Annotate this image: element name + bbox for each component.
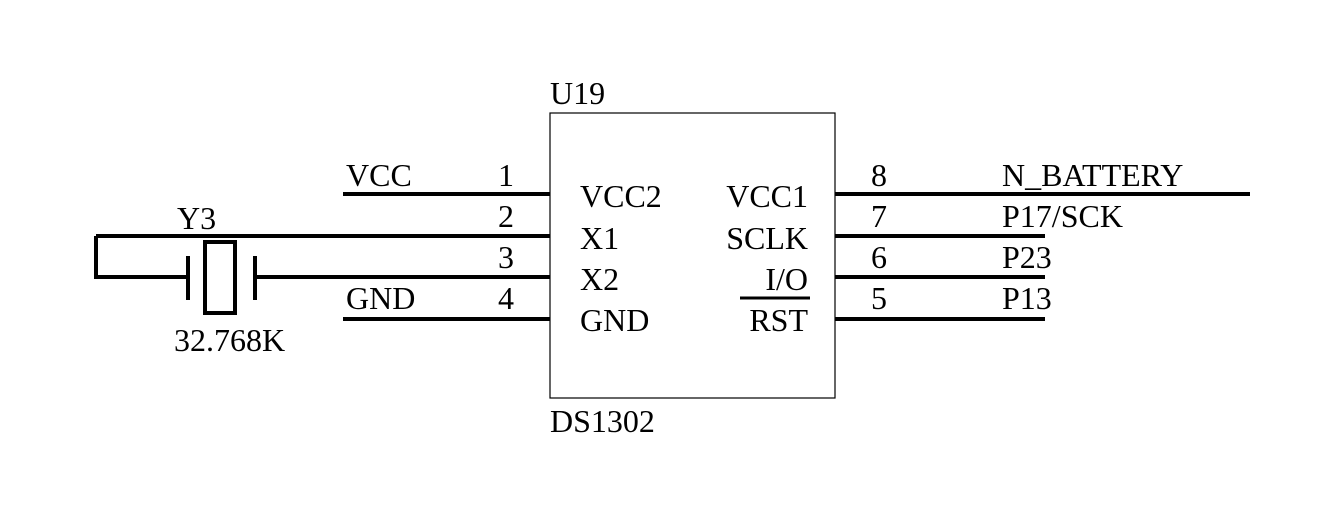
pin2-number: 2	[498, 198, 514, 234]
net-p23: P23	[1002, 239, 1052, 275]
net-p13: P13	[1002, 280, 1052, 316]
pin8-name: VCC1	[726, 178, 808, 214]
net-p17-sck: P17/SCK	[1002, 198, 1123, 234]
net-n-battery: N_BATTERY	[1002, 157, 1183, 193]
pin1-name: VCC2	[580, 178, 662, 214]
pin7-number: 7	[871, 198, 887, 234]
pin7-name: SCLK	[726, 220, 808, 256]
ic-body	[549, 112, 836, 399]
net-vcc: VCC	[346, 157, 412, 193]
pin5-number: 5	[871, 280, 887, 316]
pin6-number: 6	[871, 239, 887, 275]
pin5-name: RST	[749, 302, 808, 338]
pin3-number: 3	[498, 239, 514, 275]
pin4-number: 4	[498, 280, 514, 316]
net-gnd: GND	[346, 280, 415, 316]
ic-part-label: DS1302	[550, 403, 655, 439]
crystal-symbol	[94, 236, 257, 315]
pin6-name: I/O	[765, 261, 808, 297]
crystal-value-label: 32.768K	[174, 322, 285, 358]
pin1-number: 1	[498, 157, 514, 193]
pin3-name: X2	[580, 261, 619, 297]
pin2-name: X1	[580, 220, 619, 256]
pin8-number: 8	[871, 157, 887, 193]
pin4-name: GND	[580, 302, 649, 338]
ic-ref-label: U19	[550, 75, 605, 111]
crystal-ref-label: Y3	[177, 200, 216, 236]
